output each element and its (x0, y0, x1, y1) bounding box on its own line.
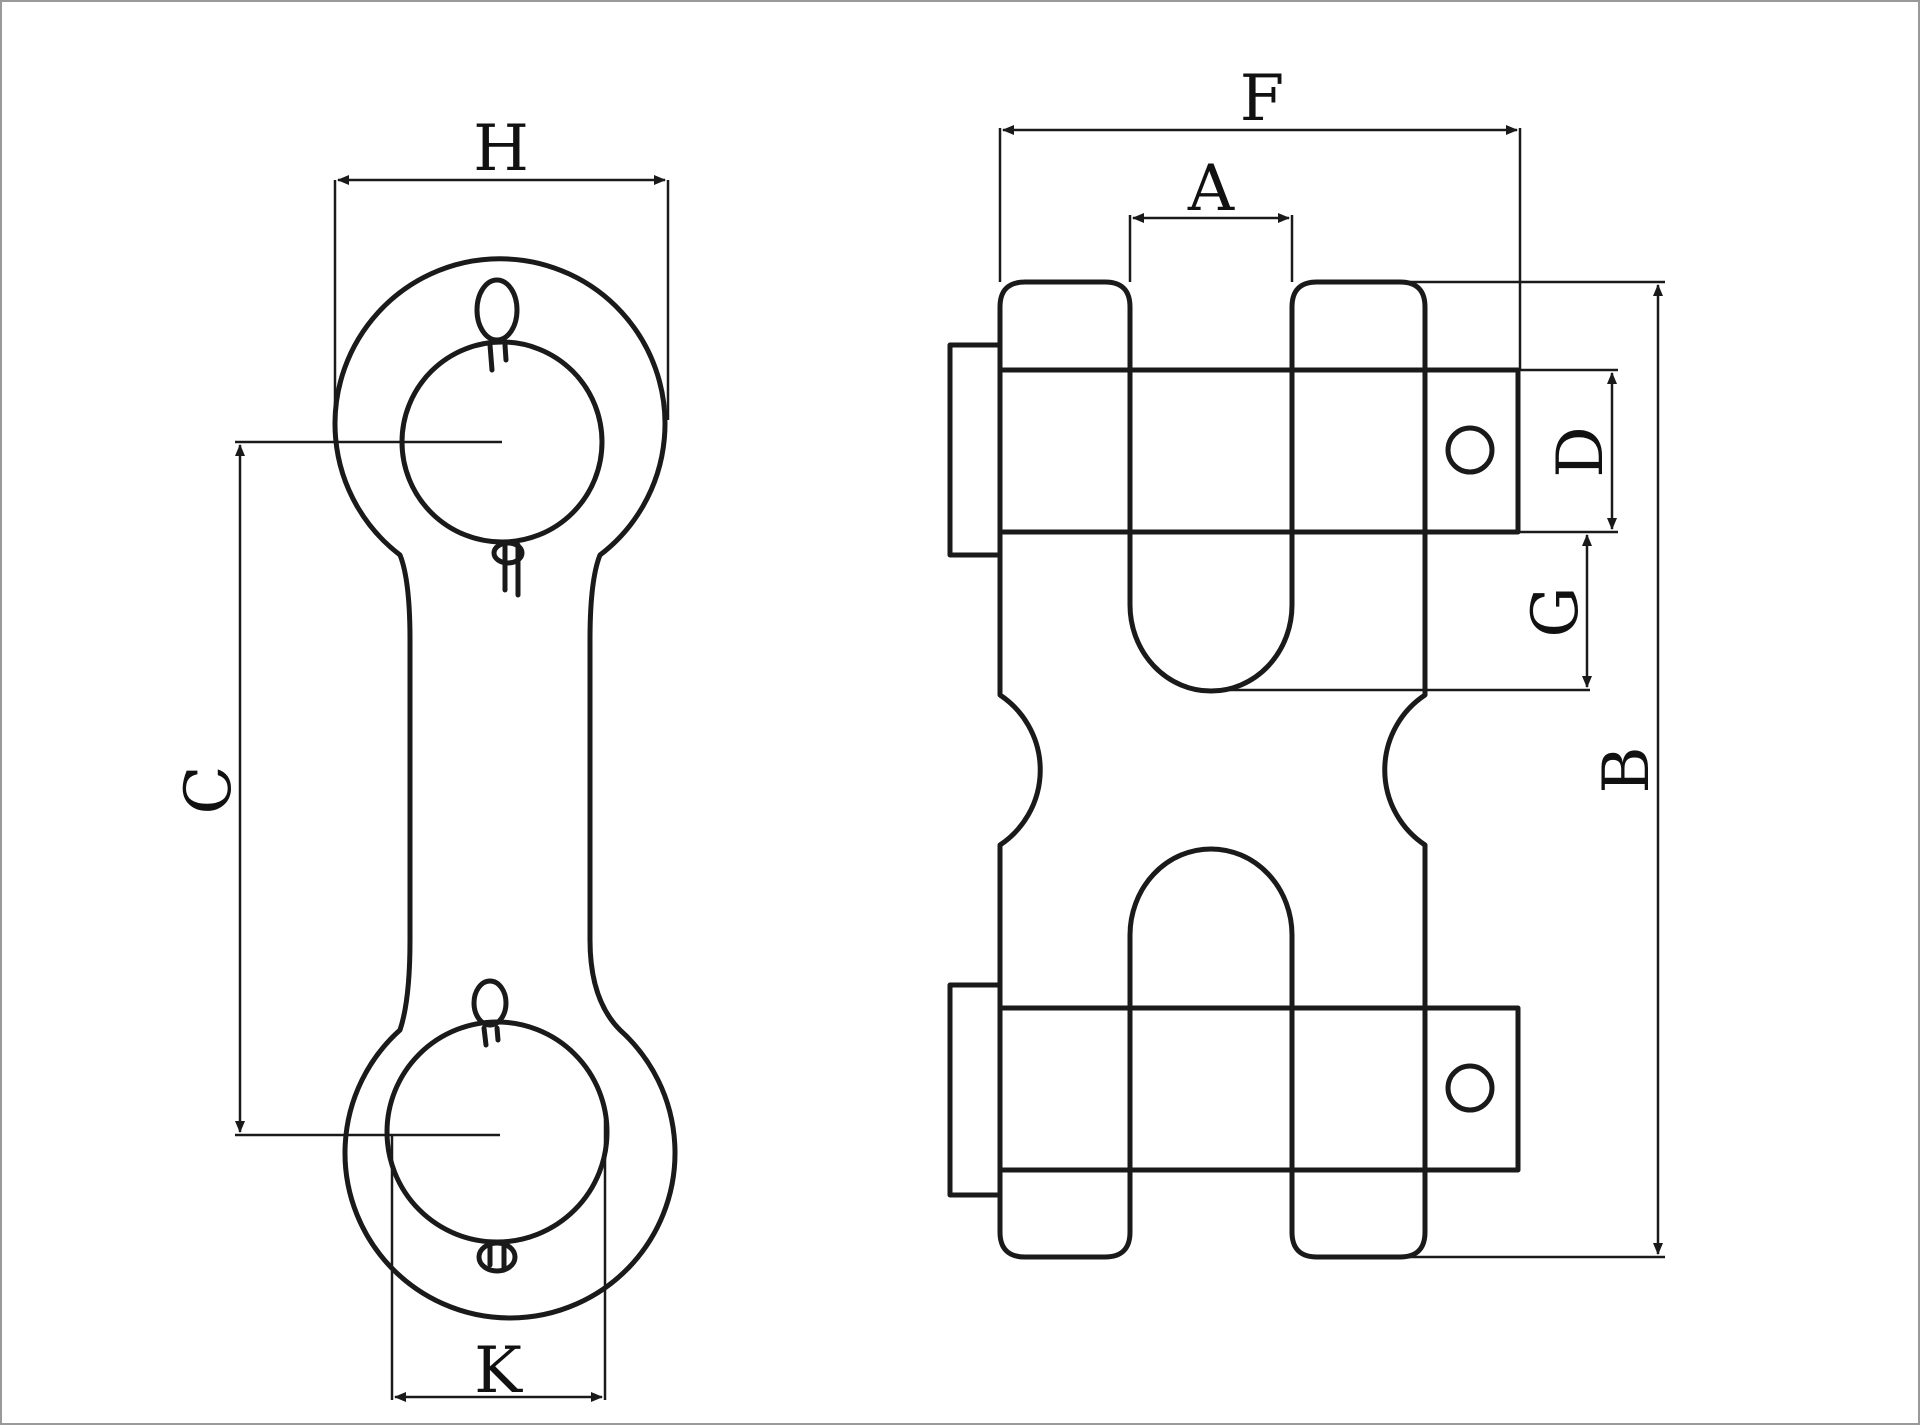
dimension-d: D (1518, 368, 1618, 534)
dimension-c: C (172, 444, 246, 1133)
bottom-pin-hole (384, 1019, 610, 1245)
dimension-a: A (1128, 152, 1294, 282)
label-c: C (172, 766, 246, 815)
cotter-pin-icon (471, 978, 509, 1048)
link-side-view (235, 256, 678, 1321)
dimension-h: H (333, 112, 670, 420)
label-a: A (1187, 152, 1235, 226)
cotter-pin-icon (476, 1240, 518, 1274)
clevis-front-view (947, 279, 1521, 1260)
label-f: F (1240, 62, 1284, 136)
label-g: G (1519, 586, 1593, 637)
cotter-pin-icon (491, 540, 525, 598)
label-b: B (1590, 746, 1664, 793)
dimension-b: B (1400, 280, 1665, 1259)
dimension-f: F (998, 62, 1522, 370)
bottom-pin-cotter-hole (1445, 1063, 1495, 1113)
link-body-outline (332, 256, 678, 1321)
clevis-body-outline (997, 279, 1428, 1260)
label-h: H (473, 112, 529, 186)
label-k: K (474, 1334, 523, 1408)
label-d: D (1544, 426, 1618, 477)
top-pin-shaft (997, 367, 1521, 535)
bottom-pin-shaft (997, 1005, 1521, 1173)
dimension-k: K (390, 1120, 607, 1408)
dimension-g: G (1211, 534, 1593, 692)
top-pin-cotter-hole (1445, 425, 1495, 475)
bottom-pin-head (947, 982, 1003, 1198)
top-pin-head (947, 342, 1003, 558)
cotter-pin-icon (474, 277, 520, 373)
